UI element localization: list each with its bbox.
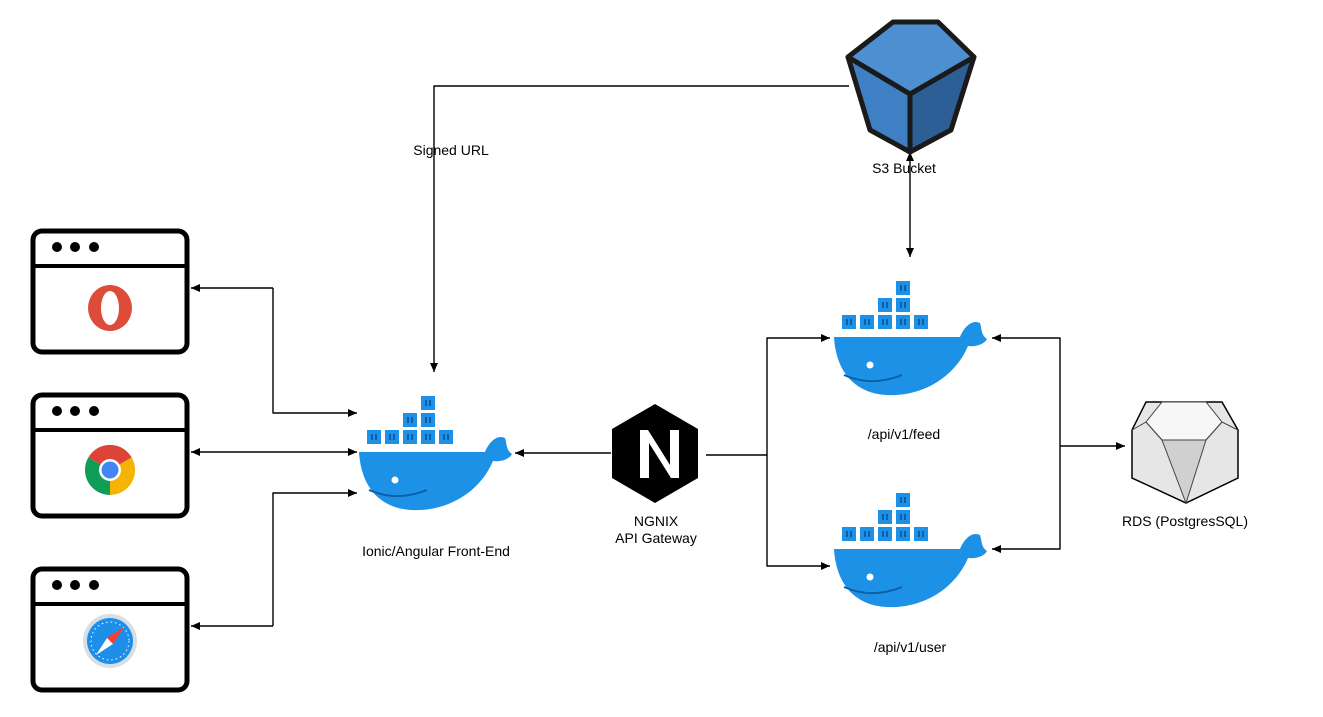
opera-icon [88,285,132,331]
rds-label: RDS (PostgresSQL) [1122,513,1248,529]
rds-database [1131,401,1239,505]
docker-whale-icon [833,492,988,609]
frontend-label: Ionic/Angular Front-End [362,543,510,559]
feed-container [833,280,988,397]
s3-bucket [845,19,977,155]
gateway-label-name: NGNIX [634,513,679,529]
safari-browser [30,566,190,693]
user-container [833,492,988,609]
docker-whale-icon [833,280,988,397]
chrome-browser [30,392,190,519]
edge-s3-frontend [430,85,849,372]
gateway-label-role: API Gateway [615,530,697,546]
edge-safari-frontend [272,489,357,626]
docker-whale-icon [358,395,513,512]
edges [191,85,1125,630]
edge-opera-frontend [272,288,357,417]
chrome-icon [84,444,136,496]
edge-rds-user [992,446,1061,553]
frontend-container [358,395,513,512]
edge-gateway-feed [706,334,830,456]
opera-browser [30,228,190,355]
s3-label: S3 Bucket [872,160,936,176]
user-label: /api/v1/user [874,639,947,655]
nginx-gateway [612,404,698,503]
nginx-icon [612,404,698,503]
feed-label: /api/v1/feed [868,426,940,442]
database-icon [1131,401,1239,505]
signed-url-label: Signed URL [413,142,489,158]
s3-bucket-icon [845,19,977,155]
edge-gateway-user [766,455,830,570]
edge-rds-feed [992,334,1061,446]
safari-icon [83,614,137,668]
